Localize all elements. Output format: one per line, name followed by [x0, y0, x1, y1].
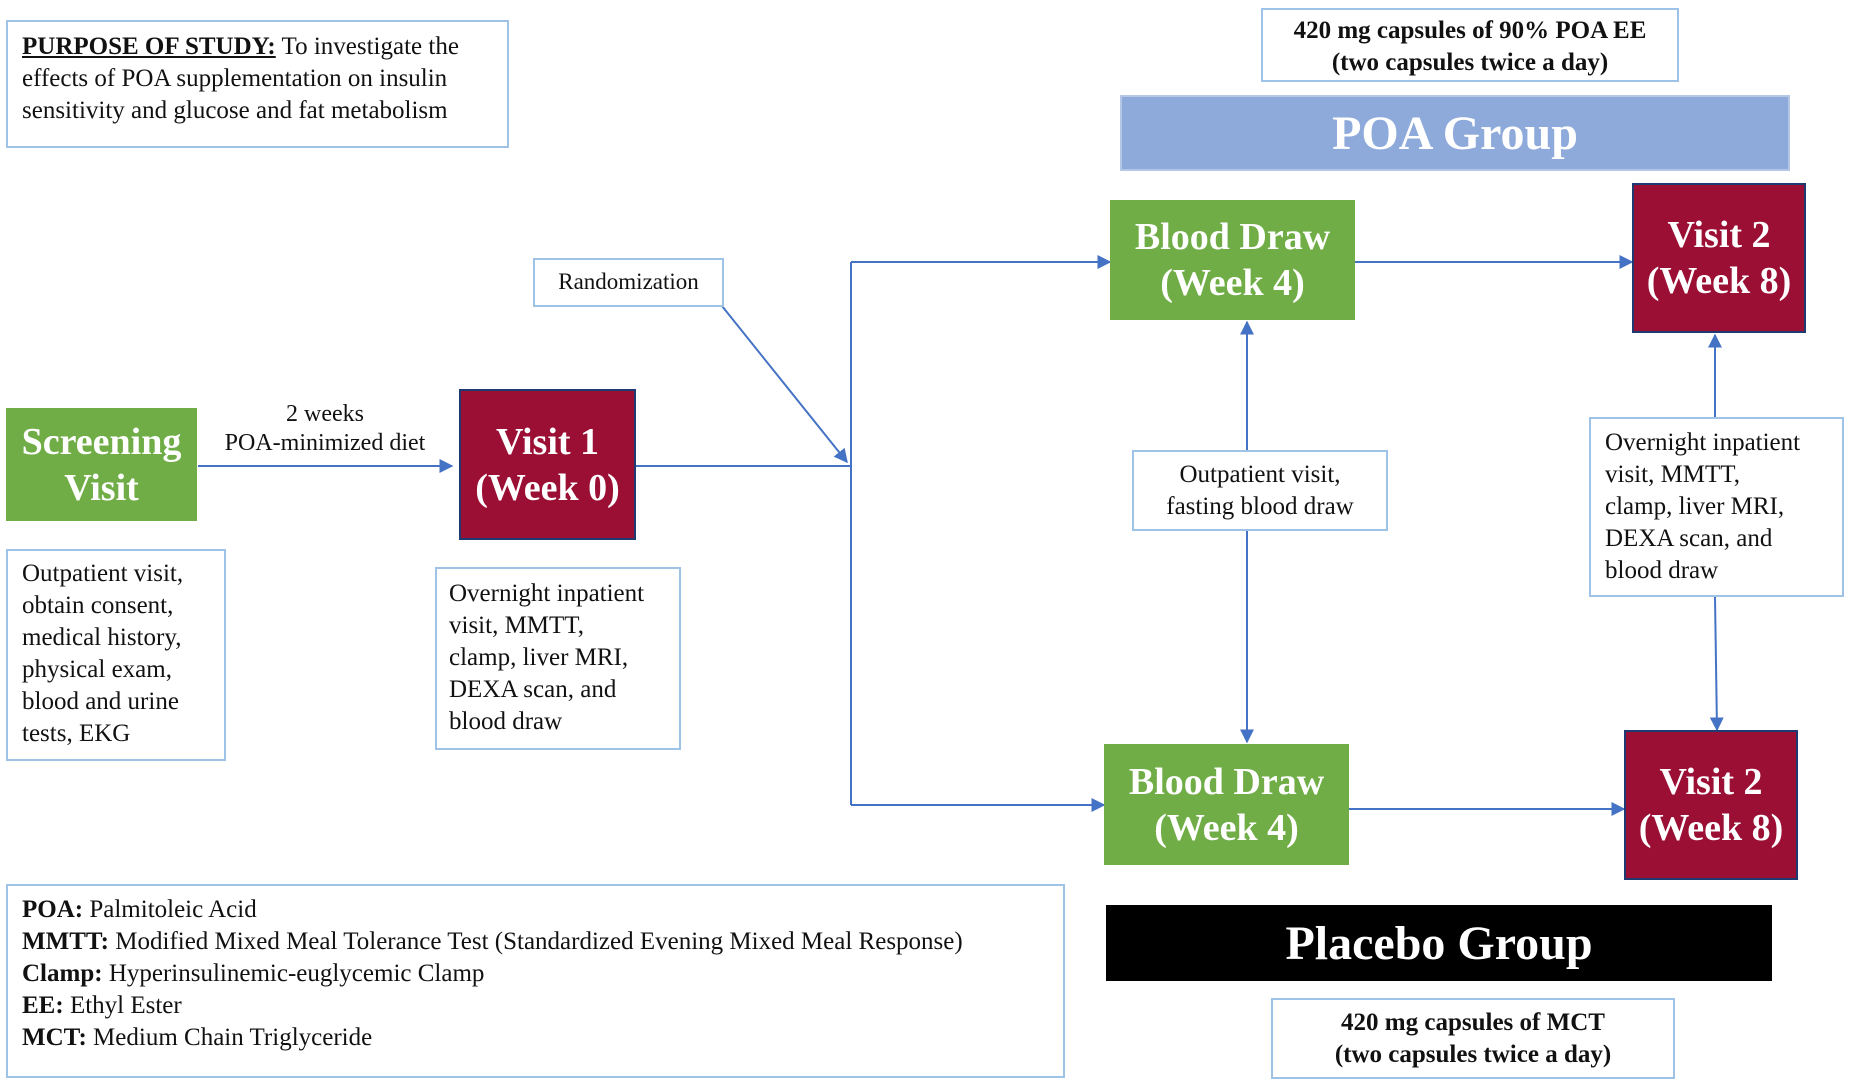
legend-term: Clamp: [22, 960, 103, 987]
legend-def: Ethyl Ester [63, 992, 182, 1019]
randomization-box: Randomization [533, 258, 724, 307]
visit1-note-line: visit, MMTT, [449, 612, 584, 639]
diet-label: 2 weeks POA-minimized diet [205, 400, 445, 458]
screening-note-line: medical history, [22, 624, 182, 651]
poa-group-header: POA Group [1120, 95, 1790, 171]
placebo-group-header: Placebo Group [1106, 905, 1772, 981]
screening-line2: Visit [64, 466, 139, 509]
visit2-note-line: blood draw [1605, 557, 1719, 584]
placebo-visit2-box: Visit 2 (Week 8) [1624, 730, 1798, 880]
visit1-note-line: blood draw [449, 708, 563, 735]
purpose-of-study-box: PURPOSE OF STUDY: To investigate the eff… [6, 20, 509, 148]
visit1-box: Visit 1 (Week 0) [459, 389, 636, 540]
arrow-note-to-placebo-visit2 [1709, 596, 1724, 732]
placebo-blood-draw-box: Blood Draw (Week 4) [1104, 744, 1349, 865]
legend-def: Modified Mixed Meal Tolerance Test (Stan… [109, 928, 963, 955]
legend-item: POA: Palmitoleic Acid [22, 894, 1049, 926]
poa-visit2-line2: (Week 8) [1646, 260, 1792, 302]
legend-def: Hyperinsulinemic-euglycemic Clamp [102, 960, 485, 987]
legend-term: EE: [22, 992, 64, 1019]
diet-line2: POA-minimized diet [224, 430, 426, 456]
visit1-note-line: clamp, liver MRI, [449, 644, 629, 671]
screening-note-line: physical exam, [22, 656, 172, 683]
outpatient-note-line: Outpatient visit, [1179, 461, 1341, 488]
poa-blood-draw-line2: (Week 4) [1160, 262, 1305, 304]
visit1-line2: (Week 0) [475, 466, 620, 509]
legend-term: MCT: [22, 1024, 87, 1051]
diet-line1: 2 weeks [286, 401, 364, 427]
placebo-supplement-line1: 420 mg capsules of MCT [1341, 1009, 1605, 1036]
visit1-note-box: Overnight inpatient visit, MMTT, clamp, … [435, 567, 681, 750]
screening-note-line: tests, EKG [22, 720, 131, 747]
purpose-text-3: sensitivity and glucose and fat metaboli… [22, 97, 448, 124]
poa-blood-draw-line1: Blood Draw [1134, 216, 1331, 258]
purpose-text-1: To investigate the [275, 33, 459, 60]
outpatient-note-line: fasting blood draw [1166, 493, 1354, 520]
visit1-note-line: DEXA scan, and [449, 676, 617, 703]
abbreviations-legend: POA: Palmitoleic Acid MMTT: Modified Mix… [6, 884, 1065, 1078]
visit2-note-line: visit, MMTT, [1605, 461, 1740, 488]
placebo-supplement-box: 420 mg capsules of MCT (two capsules twi… [1271, 998, 1675, 1079]
placebo-supplement-line2: (two capsules twice a day) [1334, 1041, 1612, 1068]
legend-def: Palmitoleic Acid [83, 896, 257, 923]
placebo-group-title: Placebo Group [1285, 916, 1593, 970]
poa-supplement-box: 420 mg capsules of 90% POA EE (two capsu… [1261, 8, 1679, 82]
placebo-blood-draw-line1: Blood Draw [1128, 760, 1325, 803]
poa-blood-draw-box: Blood Draw (Week 4) [1110, 200, 1355, 320]
legend-item: Clamp: Hyperinsulinemic-euglycemic Clamp [22, 958, 1049, 990]
visit1-note-line: Overnight inpatient [449, 580, 645, 607]
outpatient-note-box: Outpatient visit, fasting blood draw [1132, 450, 1388, 531]
placebo-visit2-line2: (Week 8) [1638, 807, 1784, 849]
placebo-blood-draw-line2: (Week 4) [1154, 806, 1299, 849]
purpose-label: PURPOSE OF STUDY: [22, 33, 276, 60]
legend-def: Medium Chain Triglyceride [86, 1024, 373, 1051]
legend-term: POA: [22, 896, 84, 923]
legend-term: MMTT: [22, 928, 110, 955]
poa-visit2-box: Visit 2 (Week 8) [1632, 183, 1806, 333]
visit2-note-box: Overnight inpatient visit, MMTT, clamp, … [1589, 417, 1844, 597]
visit2-note-line: Overnight inpatient [1605, 429, 1801, 456]
screening-visit-box: Screening Visit [6, 408, 197, 521]
screening-note-line: Outpatient visit, [22, 560, 184, 587]
arrow-randomization-to-split [721, 305, 848, 464]
legend-item: MMTT: Modified Mixed Meal Tolerance Test… [22, 926, 1049, 958]
poa-visit2-line1: Visit 2 [1667, 214, 1771, 256]
visit1-line1: Visit 1 [495, 420, 600, 463]
purpose-text-2: effects of POA supplementation on insuli… [22, 65, 448, 92]
legend-item: EE: Ethyl Ester [22, 990, 1049, 1022]
randomization-label: Randomization [558, 269, 699, 294]
screening-line1: Screening [21, 420, 182, 463]
legend-item: MCT: Medium Chain Triglyceride [22, 1022, 1049, 1054]
screening-note-box: Outpatient visit, obtain consent, medica… [6, 549, 226, 761]
screening-note-line: obtain consent, [22, 592, 174, 619]
visit2-note-line: DEXA scan, and [1605, 525, 1773, 552]
visit2-note-line: clamp, liver MRI, [1605, 493, 1785, 520]
placebo-visit2-line1: Visit 2 [1659, 761, 1763, 803]
poa-group-title: POA Group [1332, 106, 1578, 160]
screening-note-line: blood and urine [22, 688, 179, 715]
poa-supplement-line2: (two capsules twice a day) [1331, 49, 1609, 76]
poa-supplement-line1: 420 mg capsules of 90% POA EE [1293, 17, 1647, 44]
